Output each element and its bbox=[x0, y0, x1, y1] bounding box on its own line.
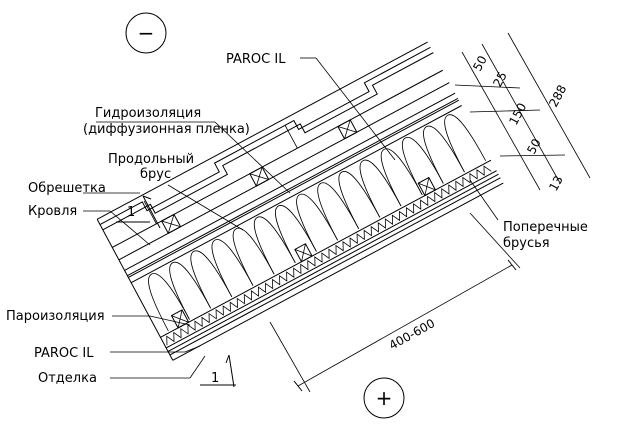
label-transverse-line1: Поперечные bbox=[503, 220, 588, 235]
label-transverse-line2: брусья bbox=[503, 236, 550, 251]
dim-25: 25 bbox=[490, 69, 510, 89]
label-paroc-bottom: PAROC IL bbox=[34, 346, 94, 361]
insulation-loop bbox=[401, 136, 444, 195]
insulation-loop bbox=[359, 159, 402, 218]
label-paroc-top: PAROC IL bbox=[226, 52, 286, 67]
dimension-lines bbox=[454, 32, 591, 191]
insulation-loop bbox=[211, 239, 254, 298]
insulation-main bbox=[148, 114, 486, 332]
insulation-zigzag bbox=[166, 165, 492, 346]
insulation-loop bbox=[380, 148, 423, 207]
label-longitudinal-line2: брус bbox=[140, 167, 171, 182]
leader-lines bbox=[83, 57, 499, 379]
section-marker-bottom-number: 1 bbox=[211, 371, 219, 386]
dim-150: 150 bbox=[506, 101, 529, 128]
insulation-loop bbox=[190, 250, 233, 309]
dim-13: 13 bbox=[546, 173, 566, 193]
section-marker-bottom: 1 bbox=[200, 354, 236, 388]
insulation-loop bbox=[423, 125, 465, 184]
rafter-profiles bbox=[170, 176, 437, 329]
insulation-loop bbox=[338, 171, 381, 229]
dim-50-bottom: 50 bbox=[524, 136, 544, 156]
insulation-loop bbox=[232, 227, 275, 286]
insulation-secondary bbox=[166, 165, 492, 346]
minus-circle: − bbox=[125, 12, 167, 54]
dim-288: 288 bbox=[546, 83, 569, 110]
roof-assembly bbox=[96, 41, 504, 361]
plus-circle: + bbox=[363, 377, 405, 419]
dim-50-top: 50 bbox=[470, 53, 490, 73]
plus-symbol: + bbox=[376, 386, 393, 410]
label-longitudinal-line1: Продольный bbox=[108, 152, 194, 167]
label-battens: Обрешетка bbox=[28, 181, 106, 196]
minus-symbol: − bbox=[138, 21, 155, 45]
section-marker-top: 1 bbox=[116, 195, 161, 229]
label-waterproofing-line1: Гидроизоляция bbox=[95, 106, 201, 121]
insulation-loop bbox=[148, 273, 190, 332]
label-vapor-barrier: Пароизоляция bbox=[6, 309, 105, 324]
section-marker-top-number: 1 bbox=[127, 205, 135, 220]
insulation-loop bbox=[317, 182, 360, 241]
insulation-loop bbox=[253, 216, 296, 275]
spacing-dimension bbox=[269, 212, 521, 393]
label-roofing: Кровля bbox=[28, 204, 77, 219]
insulation-loop bbox=[275, 205, 317, 264]
insulation-loop bbox=[169, 261, 212, 320]
roofing-sheets bbox=[96, 41, 434, 231]
insulation-loop bbox=[296, 193, 338, 252]
label-finish: Отделка bbox=[38, 371, 97, 386]
insulation-loop bbox=[444, 114, 486, 173]
label-waterproofing-line2: (диффузионная пленка) bbox=[83, 122, 250, 137]
